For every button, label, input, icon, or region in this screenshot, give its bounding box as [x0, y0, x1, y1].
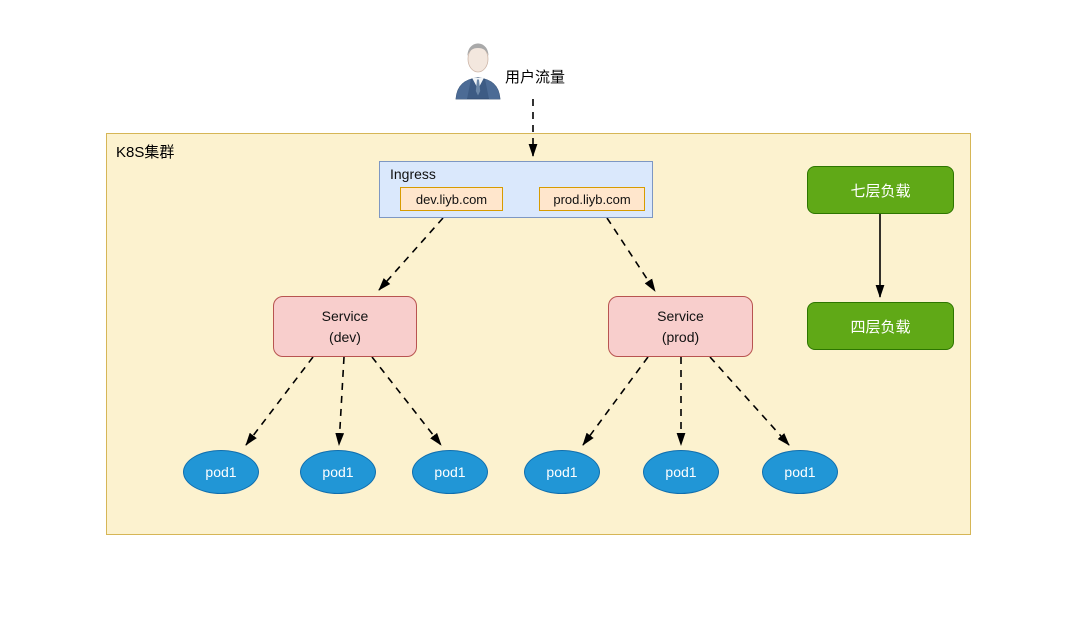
- pod-node-2: pod1: [300, 450, 376, 494]
- pod-node-3: pod1: [412, 450, 488, 494]
- pod-node-4: pod1: [524, 450, 600, 494]
- service-prod-name: Service: [657, 308, 704, 325]
- l7-load-balancer-node: 七层负载: [807, 166, 954, 214]
- cluster-label: K8S集群: [116, 144, 175, 161]
- pod-node-5: pod1: [643, 450, 719, 494]
- service-prod-env: (prod): [661, 328, 700, 345]
- ingress-host-dev: dev.liyb.com: [400, 187, 503, 211]
- service-dev-node: Service (dev): [273, 296, 417, 357]
- l4-load-balancer-node: 四层负载: [807, 302, 954, 350]
- service-prod-node: Service (prod): [608, 296, 753, 357]
- ingress-node: Ingress dev.liyb.com prod.liyb.com: [379, 161, 653, 218]
- service-dev-name: Service: [321, 308, 369, 325]
- service-dev-env: (dev): [329, 328, 361, 345]
- pod-node-1: pod1: [183, 450, 259, 494]
- user-icon: [453, 42, 503, 100]
- ingress-host-prod: prod.liyb.com: [539, 187, 645, 211]
- user-traffic-label: 用户流量: [505, 69, 566, 86]
- ingress-label: Ingress: [390, 166, 436, 182]
- pod-node-6: pod1: [762, 450, 838, 494]
